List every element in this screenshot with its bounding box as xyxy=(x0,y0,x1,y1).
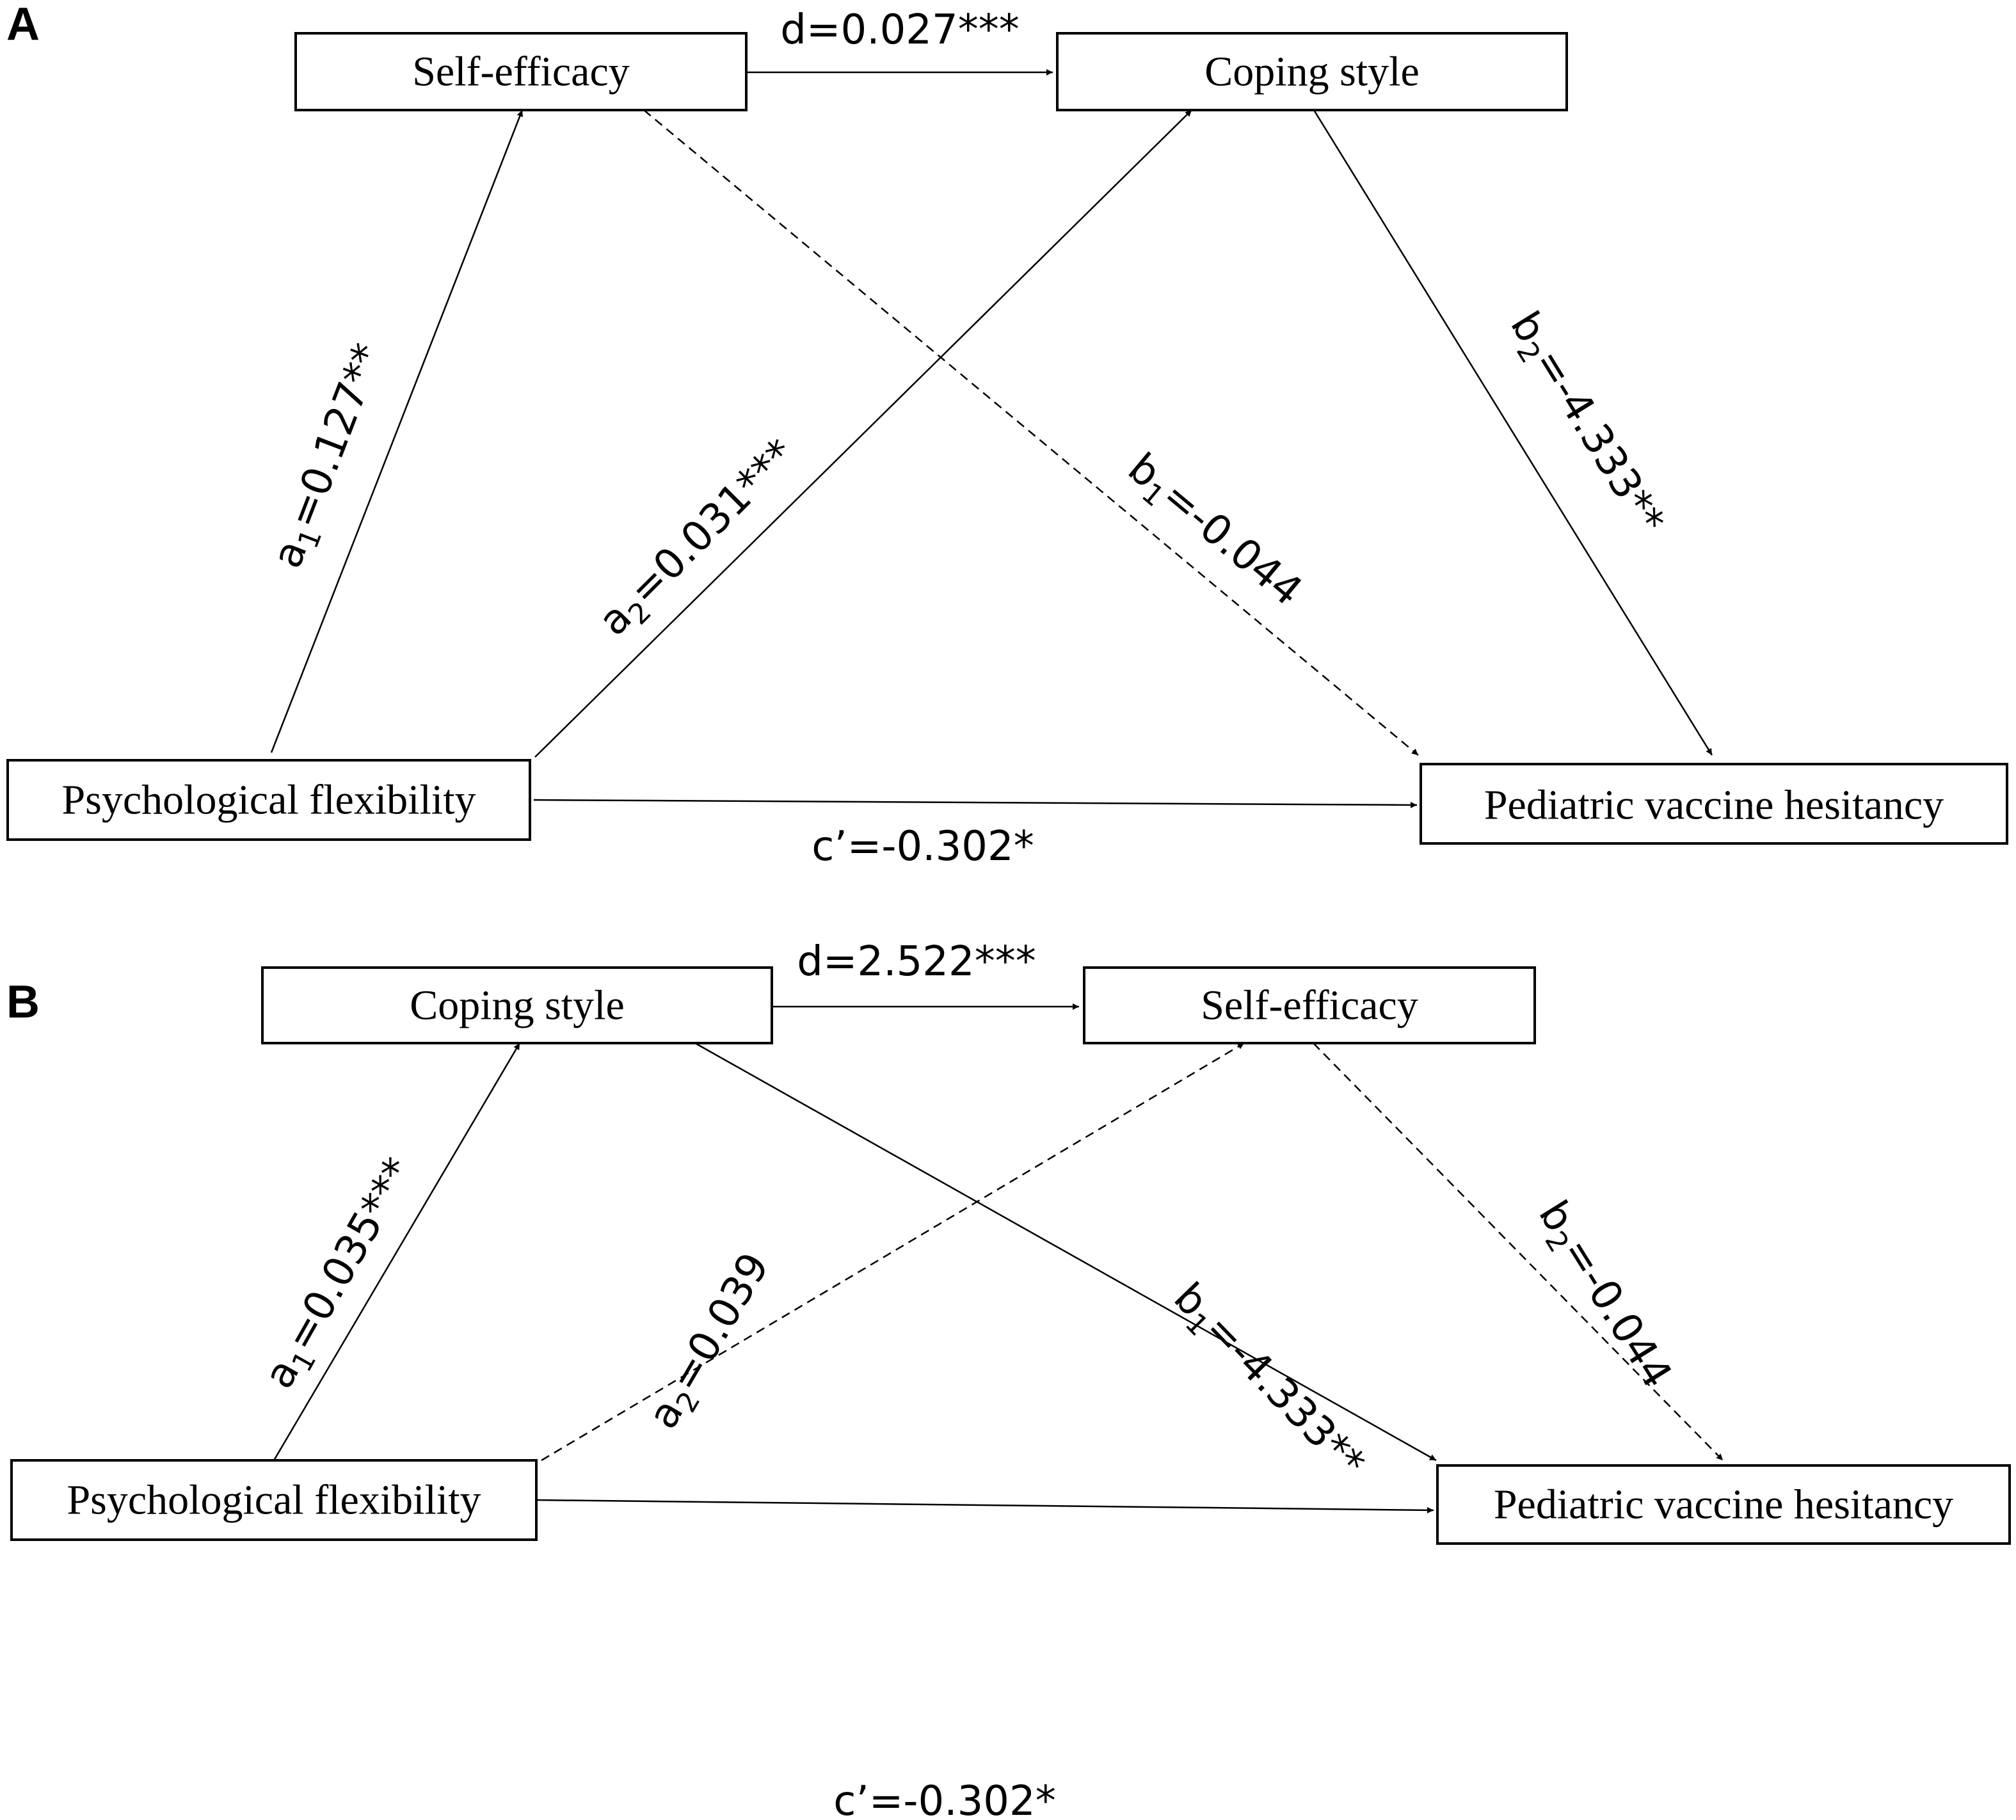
panel-b-label: B xyxy=(6,977,40,1028)
box-coping-style-label: Coping style xyxy=(410,982,625,1029)
path-c-prime-label: c’=-0.302* xyxy=(812,823,1034,870)
path-b2-arrow xyxy=(1313,109,1713,756)
path-b2-label: b2=-4.333** xyxy=(1496,304,1674,546)
path-b1-arrow xyxy=(694,1042,1437,1462)
box-pediatric-vaccine-hesitancy: Pediatric vaccine hesitancy xyxy=(1420,763,2008,845)
box-self-efficacy-label: Self-efficacy xyxy=(1201,982,1418,1029)
box-self-efficacy-label: Self-efficacy xyxy=(412,49,630,95)
box-coping-style: Coping style xyxy=(261,966,773,1044)
box-psychological-flexibility: Psychological flexibility xyxy=(10,1459,538,1541)
path-a2-arrow xyxy=(534,109,1192,758)
path-a2-arrow xyxy=(541,1042,1245,1462)
path-d-label: d=2.522*** xyxy=(797,938,1036,986)
panel-a-label: A xyxy=(6,0,40,50)
box-pediatric-vaccine-hesitancy: Pediatric vaccine hesitancy xyxy=(1436,1464,2011,1545)
path-d-label: d=0.027*** xyxy=(780,6,1019,54)
path-a1-label: a1=0.127** xyxy=(264,337,397,576)
path-b2-label: b2=-0.044 xyxy=(1524,1193,1681,1400)
path-c-prime-label: c’=-0.302* xyxy=(833,1778,1055,1820)
box-psychological-flexibility-label: Psychological flexibility xyxy=(67,1477,481,1524)
path-b2-arrow xyxy=(1313,1042,1724,1461)
path-a1-arrow xyxy=(273,1042,521,1461)
path-c-prime-arrow xyxy=(533,799,1418,808)
box-coping-style: Coping style xyxy=(1056,32,1568,111)
path-b1-arrow xyxy=(643,109,1419,756)
path-c-prime-arrow xyxy=(537,1499,1434,1513)
path-a2-label: a2=0.031*** xyxy=(590,431,809,650)
box-self-efficacy: Self-efficacy xyxy=(294,32,748,111)
path-a1-arrow xyxy=(270,109,524,753)
box-psychological-flexibility: Psychological flexibility xyxy=(6,759,531,841)
box-psychological-flexibility-label: Psychological flexibility xyxy=(61,777,476,824)
path-b1-label: b1=-0.044 xyxy=(1116,444,1311,619)
path-a1-label: a1=0.035*** xyxy=(255,1150,428,1399)
box-self-efficacy: Self-efficacy xyxy=(1083,966,1536,1044)
box-pediatric-vaccine-hesitancy-label: Pediatric vaccine hesitancy xyxy=(1484,782,1944,829)
panel-a: A Self-efficacy Coping style Psychologic… xyxy=(6,0,2008,870)
box-pediatric-vaccine-hesitancy-label: Pediatric vaccine hesitancy xyxy=(1494,1481,1953,1528)
path-a2-label: a2=0.039 xyxy=(639,1245,783,1440)
box-coping-style-label: Coping style xyxy=(1204,49,1420,95)
path-b1-label: b1=-4.333** xyxy=(1160,1274,1373,1491)
panel-b: B Coping style Self-efficacy Psychologic… xyxy=(6,938,2011,1820)
